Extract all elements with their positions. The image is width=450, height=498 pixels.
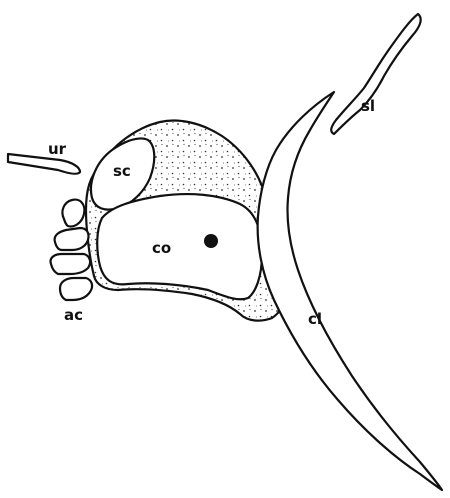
cl-element <box>258 92 442 490</box>
ur-element <box>8 154 80 174</box>
foramen-dot <box>204 234 218 248</box>
label-cl: cl <box>308 310 322 328</box>
co-element <box>97 194 262 299</box>
label-ur: ur <box>48 140 67 158</box>
label-sc: sc <box>113 162 131 180</box>
label-co: co <box>152 239 171 257</box>
label-sl: sl <box>361 97 375 115</box>
label-ac: ac <box>64 306 83 324</box>
sl-element <box>331 14 420 134</box>
